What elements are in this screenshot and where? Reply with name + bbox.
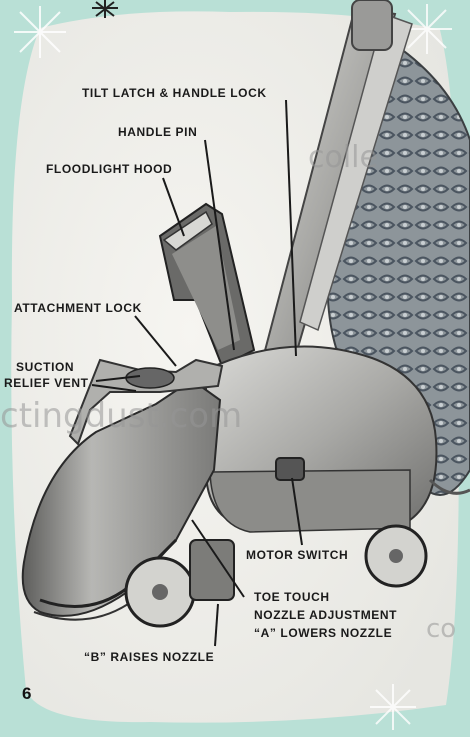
sparkle-icon xyxy=(92,0,118,18)
label-motor-switch: MOTOR SWITCH xyxy=(246,548,348,563)
watermark-bottom-right: co xyxy=(426,614,456,644)
watermark-main: ctingdust.com xyxy=(0,396,242,436)
label-toe-touch-line2: NOZZLE ADJUSTMENT xyxy=(254,608,397,623)
label-tilt-latch: TILT LATCH & HANDLE LOCK xyxy=(82,86,267,101)
snowflake-icon xyxy=(370,684,416,730)
label-suction-relief-line2: RELIEF VENT xyxy=(4,376,89,391)
watermark-top-right: colle xyxy=(308,140,378,175)
snowflake-icon xyxy=(14,6,66,58)
label-floodlight-hood: FLOODLIGHT HOOD xyxy=(46,162,172,177)
label-attachment-lock: ATTACHMENT LOCK xyxy=(14,301,142,316)
label-b-raises-nozzle: “B” RAISES NOZZLE xyxy=(84,650,214,665)
label-toe-touch-line3: “A” LOWERS NOZZLE xyxy=(254,626,392,641)
page-number: 6 xyxy=(22,684,31,704)
label-handle-pin: HANDLE PIN xyxy=(118,125,197,140)
label-toe-touch-line1: TOE TOUCH xyxy=(254,590,330,605)
label-suction-relief-line1: SUCTION xyxy=(16,360,74,375)
